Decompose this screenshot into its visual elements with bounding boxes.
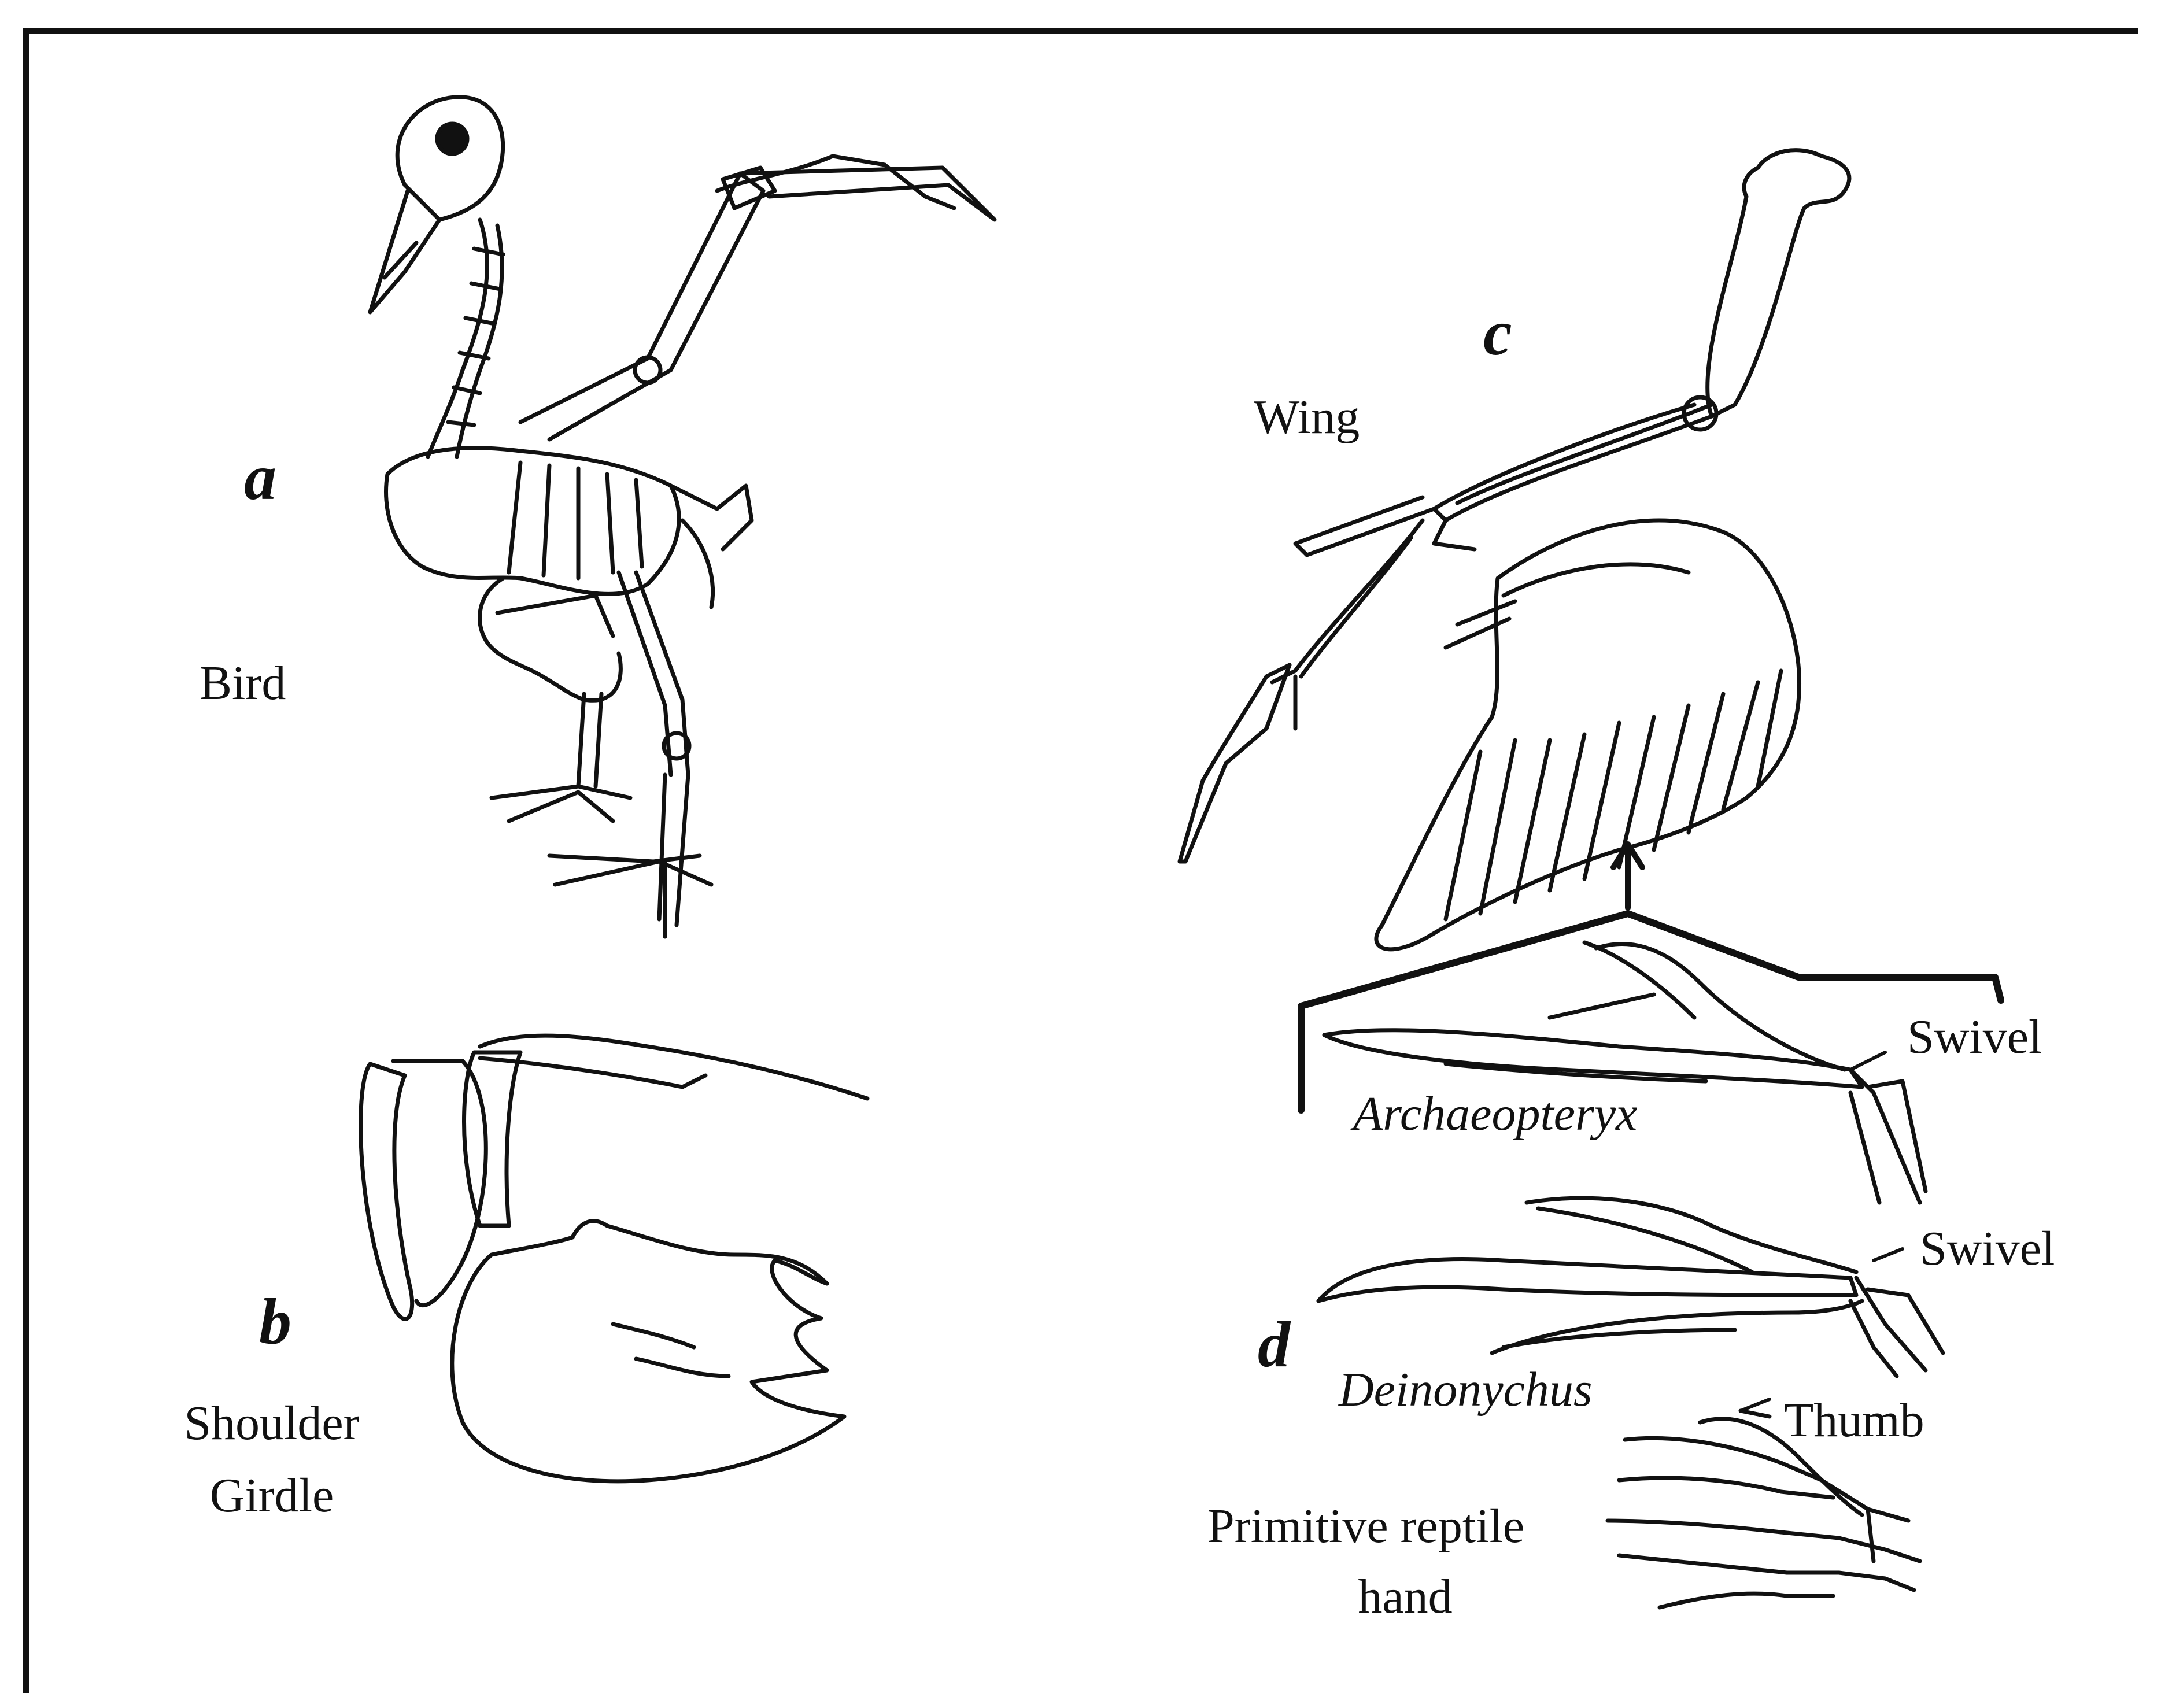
label-b: b: [259, 1289, 291, 1354]
label-a: a: [244, 445, 276, 510]
label-deinonychus: Deinonychus: [1339, 1366, 1593, 1414]
label-c: c: [1483, 301, 1512, 365]
thumb-pointer: [1741, 1399, 1770, 1411]
archaeopteryx-hand-drawing: [1324, 942, 1926, 1203]
label-swivel-bottom: Swivel: [1920, 1225, 2055, 1273]
evolution-arrow: [1301, 844, 2001, 1110]
label-girdle: Girdle: [159, 1472, 385, 1520]
label-hand: hand: [1243, 1573, 1567, 1621]
swivel-pointer-top: [1850, 1052, 1885, 1070]
bird-skeleton-drawing: [370, 97, 995, 937]
shoulder-girdle-drawing: [361, 1036, 867, 1481]
deinonychus-hand-drawing: [1318, 1198, 1943, 1376]
label-bird: Bird: [200, 659, 286, 708]
label-wing: Wing: [1254, 393, 1360, 442]
label-primitive-reptile: Primitive reptile: [1207, 1502, 1524, 1551]
label-thumb: Thumb: [1784, 1396, 1924, 1445]
label-archaeopteryx: Archaeopteryx: [1353, 1090, 1637, 1138]
wing-skeleton-drawing: [1180, 150, 1849, 862]
label-shoulder: Shoulder: [159, 1399, 385, 1448]
label-d: d: [1258, 1313, 1290, 1377]
label-swivel-top: Swivel: [1907, 1013, 2042, 1062]
feathered-wing-drawing: [1376, 520, 1800, 949]
swivel-pointer-bottom: [1874, 1249, 1903, 1260]
